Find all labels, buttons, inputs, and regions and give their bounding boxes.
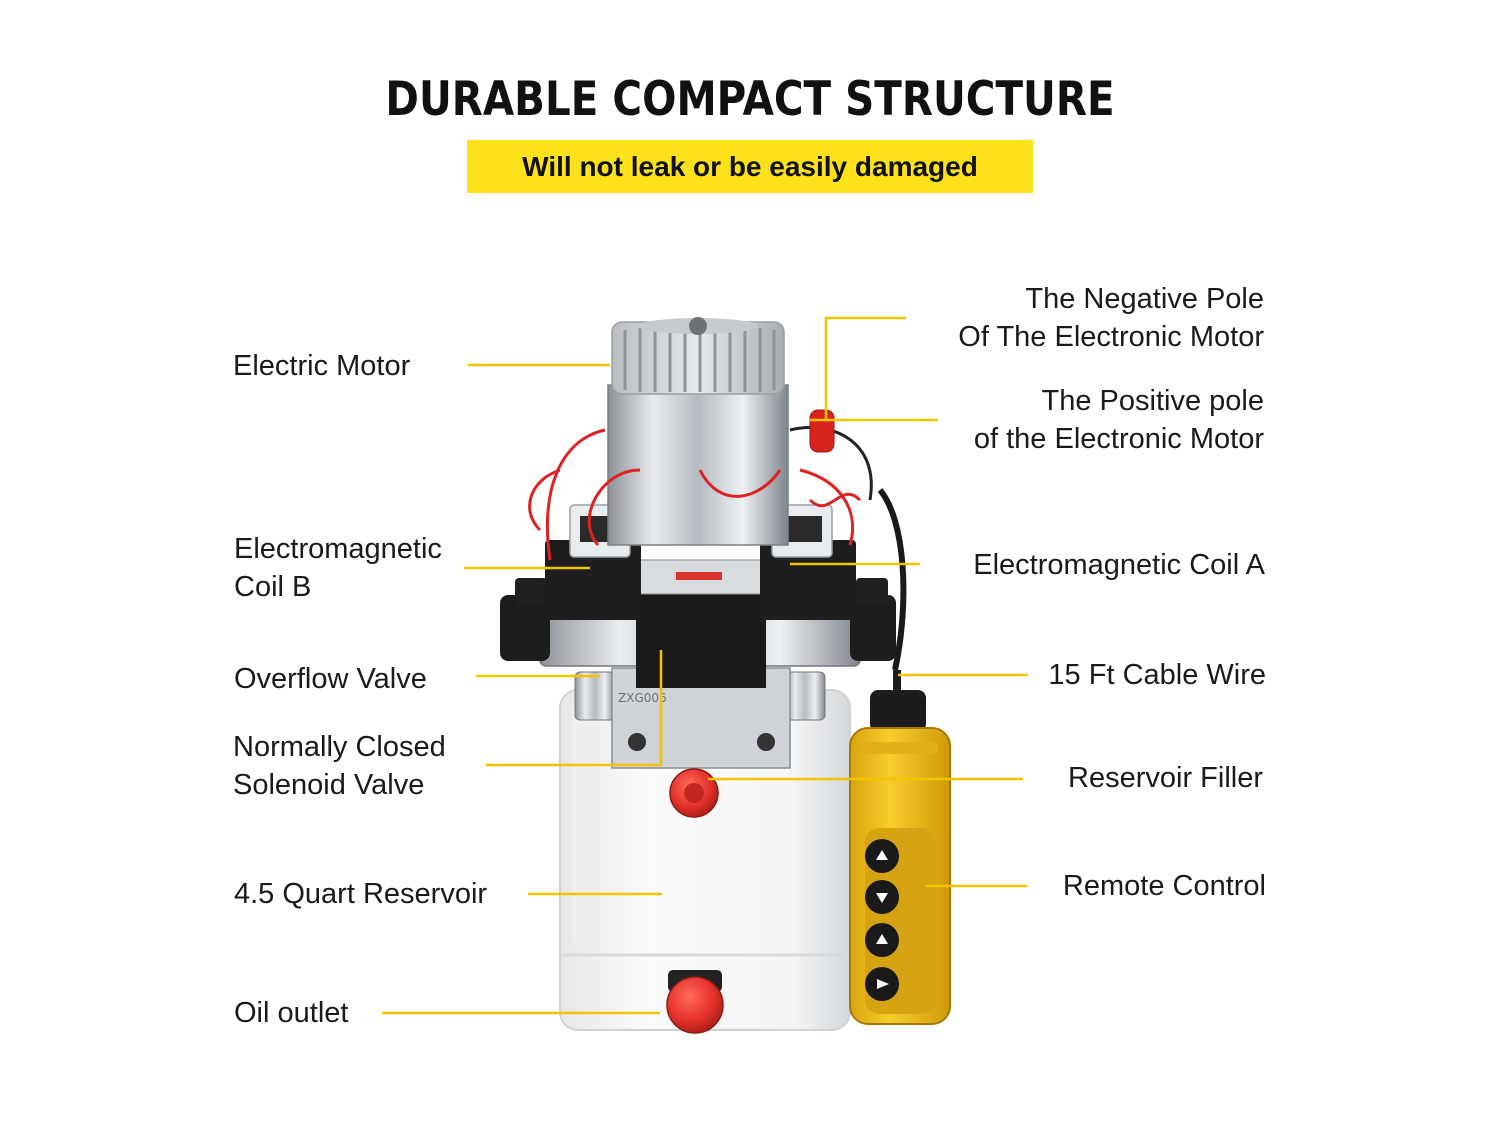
label-reservoir: 4.5 Quart Reservoir [234,878,488,910]
label-positive-pole: The Positive pole of the Electronic Moto… [974,382,1264,458]
pendant-buttons [865,839,899,1001]
label-electric-motor: Electric Motor [233,350,411,382]
label-positive-line2: of the Electronic Motor [973,423,1264,455]
label-filler: Reservoir Filler [1068,762,1263,794]
reservoir-filler-cap [669,768,719,818]
label-remote: Remote Control [1062,870,1266,902]
label-solenoid-valve: Normally Closed Solenoid Valve [233,728,446,804]
electric-motor [607,317,789,546]
arrow-up-icon [876,934,888,944]
label-coil-b: Electromagnetic Coil B [234,530,442,606]
leader-lines [382,316,1028,1015]
label-overflow-valve: Overflow Valve [234,663,427,695]
label-cable: 15 Ft Cable Wire [1048,659,1266,691]
solenoid-valve-body [636,559,766,688]
label-coil-a: Electromagnetic Coil A [973,549,1265,581]
label-positive-line1: The Positive pole [1041,385,1264,417]
arrow-up-icon [876,850,888,860]
hydraulic-fittings [574,671,826,721]
label-coil-b-line1: Electromagnetic [234,533,442,565]
arrow-right-icon [877,979,889,989]
label-negative-line1: The Negative Pole [1025,283,1264,315]
oil-outlet-cap [666,970,724,1034]
label-solenoid-line2: Solenoid Valve [233,769,425,801]
leader-solenoid-valve [486,650,663,767]
label-coil-b-line2: Coil B [234,571,312,603]
subtitle-banner: Will not leak or be easily damaged [467,140,1033,193]
leader-negative-pole [824,316,906,420]
label-negative-line2: Of The Electronic Motor [958,321,1264,353]
label-oil-outlet: Oil outlet [234,997,349,1029]
valve-marking: ZXG006 [618,691,667,705]
arrow-down-icon [876,893,888,903]
label-solenoid-line1: Normally Closed [233,731,446,763]
remote-pendant [849,670,951,1025]
page-title: DURABLE COMPACT STRUCTURE [385,72,1115,127]
label-negative-pole: The Negative Pole Of The Electronic Moto… [958,280,1264,356]
